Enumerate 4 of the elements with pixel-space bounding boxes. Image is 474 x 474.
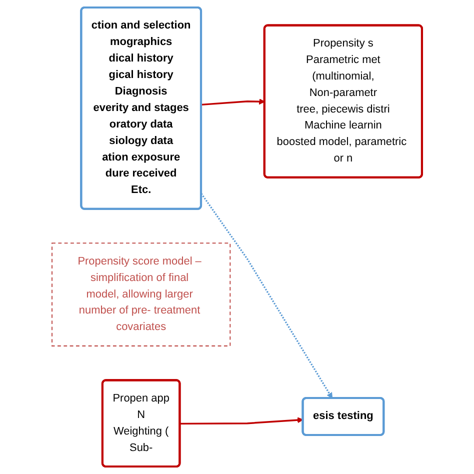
arrow — [201, 98, 266, 106]
arrow — [200, 193, 333, 399]
node-box: Propensity score model – simplification of final model, allowing larger number of pre- treatment covariates — [52, 242, 231, 346]
arrow — [180, 417, 304, 425]
